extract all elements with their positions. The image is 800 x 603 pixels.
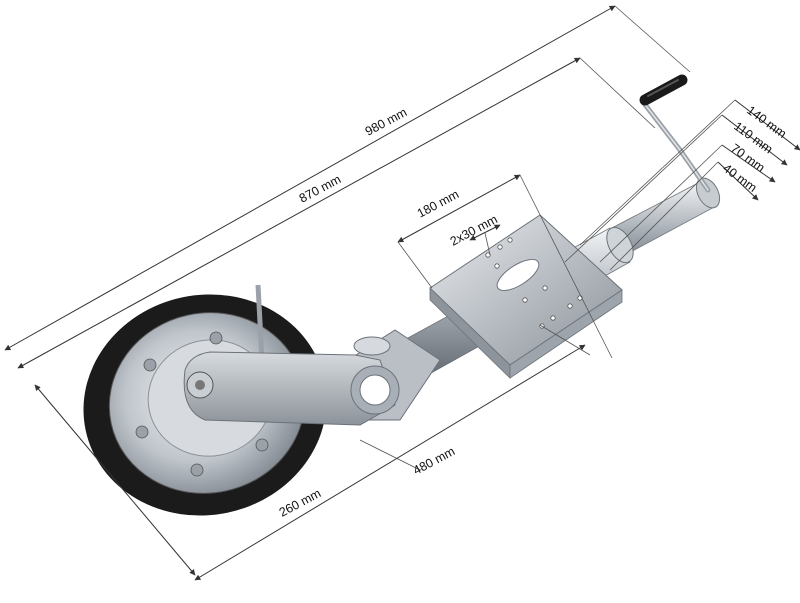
label-180: 180 mm <box>415 187 461 221</box>
label-480: 480 mm <box>411 444 457 478</box>
label-2x30: 2x30 mm <box>448 212 500 248</box>
label-260: 260 mm <box>277 486 323 520</box>
label-870: 870 mm <box>297 172 343 206</box>
dim-180-line <box>397 174 521 243</box>
dim-40-line <box>717 161 759 201</box>
jockey-wheel-illustration <box>83 74 721 516</box>
dimension-lines <box>4 5 800 581</box>
dim-70-line <box>721 144 776 183</box>
dim-2x30-line <box>469 224 501 241</box>
dim-480-line <box>194 344 586 581</box>
dim-110-line <box>721 114 788 166</box>
dim-140-line <box>734 99 800 151</box>
label-980: 980 mm <box>363 105 409 139</box>
dim-870-line <box>17 57 581 369</box>
dim-260-line <box>34 384 196 576</box>
crank-handle <box>639 74 711 193</box>
